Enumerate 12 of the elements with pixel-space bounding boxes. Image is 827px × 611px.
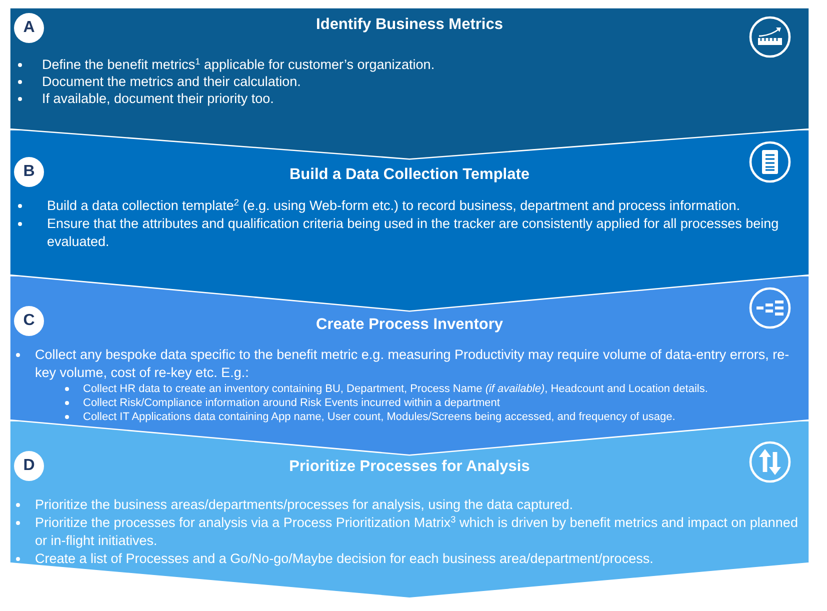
bullet-text: Collect any bespoke data specific to the benefit metric e.g. measuring Productivity may require volume of data-entry errors, re-key volume, cost of re-key etc. E.g.: [16,346,800,382]
bullet-text: Prioritize the business areas/departments/processes for analysis, using the data captured. [16,496,574,514]
step-title: Create Process Inventory [316,315,503,335]
step-title: Build a Data Collection Template [290,165,530,185]
bullet-text: Prioritize the processes for analysis via a Process Prioritization Matrix$^{3}$ which is driven by benefit metrics and impact on planned or in-flight initiatives. [16,514,800,550]
bullet-text: Build a data collection template$^{2}$ (e.g. using Web-form etc.) to record business, department and process information. [18,197,740,215]
sub-bullet-text: Collect Risk/Compliance information around Risk Events incurred within a department [65,396,500,410]
step-title: Prioritize Processes for Analysis [289,457,530,477]
bullet-text: Ensure that the attributes and qualification criteria being used in the tracker are consistently applied for all processes being evaluated. [18,215,800,251]
sub-bullet-text: Collect IT Applications data containing App name, User count, Modules/Screens being accessed, and frequency of usage. [65,410,676,424]
bullet-text: Create a list of Processes and a Go/No-go/Maybe decision for each business area/department/process. [16,550,654,568]
sub-bullet-text: Collect HR data to create an inventory containing BU, Department, Process Name (if available), Headcount and Location details. [65,382,708,396]
